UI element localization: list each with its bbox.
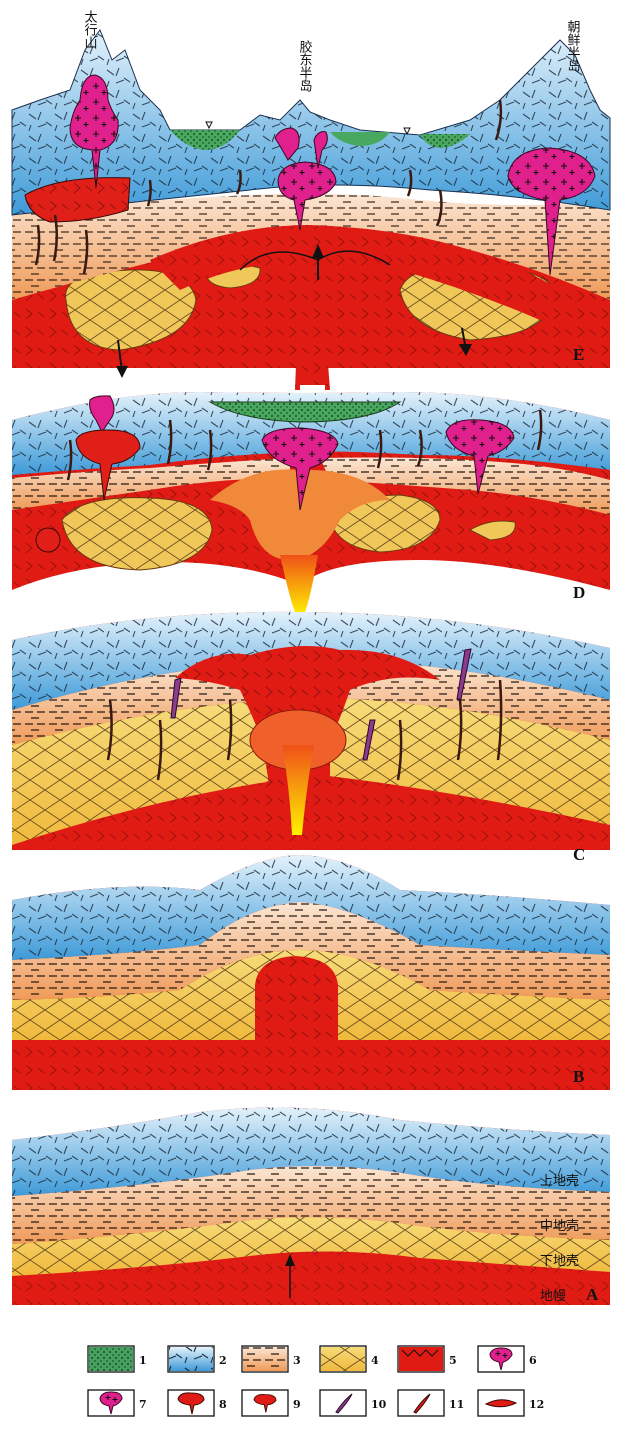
panel-label-c: C [573, 845, 585, 864]
legend-item-11: 11 [398, 1390, 464, 1416]
panel-a: 上地壳 中地壳 下地壳 地幔 A [12, 1108, 610, 1306]
legend-item-4: 4 [320, 1346, 379, 1372]
legend-item-3: 3 [242, 1346, 301, 1372]
legend-number: 4 [371, 1354, 379, 1367]
place-label-taihang: 太行山 [82, 10, 98, 49]
panel-label-a: A [586, 1285, 599, 1304]
layer-label-lower-crust: 下地壳 [540, 1254, 579, 1269]
legend-number: 8 [219, 1398, 227, 1411]
layer-label-middle-crust: 中地壳 [540, 1219, 579, 1234]
legend-item-1: 1 [88, 1346, 147, 1372]
legend-item-12: 12 [478, 1390, 544, 1416]
layer-label-upper-crust: 上地壳 [540, 1174, 579, 1189]
legend-item-8: 8 [168, 1390, 227, 1416]
layer-label-mantle: 地幔 [540, 1289, 566, 1304]
legend-number: 7 [139, 1398, 147, 1411]
legend-number: 1 [139, 1354, 147, 1367]
legend-item-5: 5 [398, 1346, 457, 1372]
panel-b: B [12, 855, 610, 1090]
panel-c: C [12, 612, 610, 864]
legend-item-2: 2 [168, 1346, 227, 1372]
legend-item-7: 7 [88, 1390, 147, 1416]
legend-number: 5 [449, 1354, 457, 1367]
legend-number: 12 [529, 1398, 544, 1411]
panel-label-e: E [573, 345, 584, 364]
place-label-jiaodong: 胶东半岛 [297, 39, 313, 92]
legend-number: 9 [293, 1398, 301, 1411]
place-label-korea: 朝鲜半岛 [565, 20, 581, 72]
legend-number: 10 [371, 1398, 387, 1411]
legend-number: 11 [449, 1398, 464, 1411]
legend-number: 6 [529, 1354, 537, 1367]
legend-number: 2 [219, 1354, 227, 1367]
panel-label-b: B [573, 1067, 584, 1086]
panel-label-d: D [573, 583, 585, 602]
legend-item-9: 9 [242, 1390, 301, 1416]
panel-d: D [12, 392, 610, 615]
legend-number: 3 [293, 1354, 301, 1367]
legend-item-10: 10 [320, 1390, 387, 1416]
legend-item-6: 6 [478, 1346, 537, 1372]
